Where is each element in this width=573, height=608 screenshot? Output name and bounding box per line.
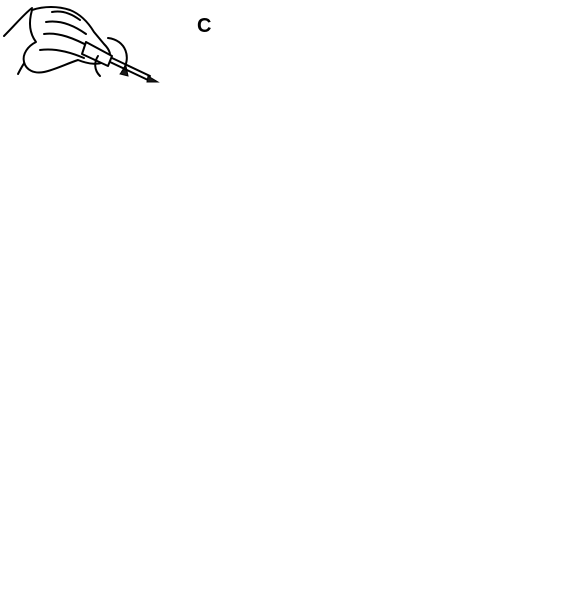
hand-screwdriver-icon bbox=[3, 6, 160, 83]
callout-label-c: C bbox=[197, 15, 212, 37]
